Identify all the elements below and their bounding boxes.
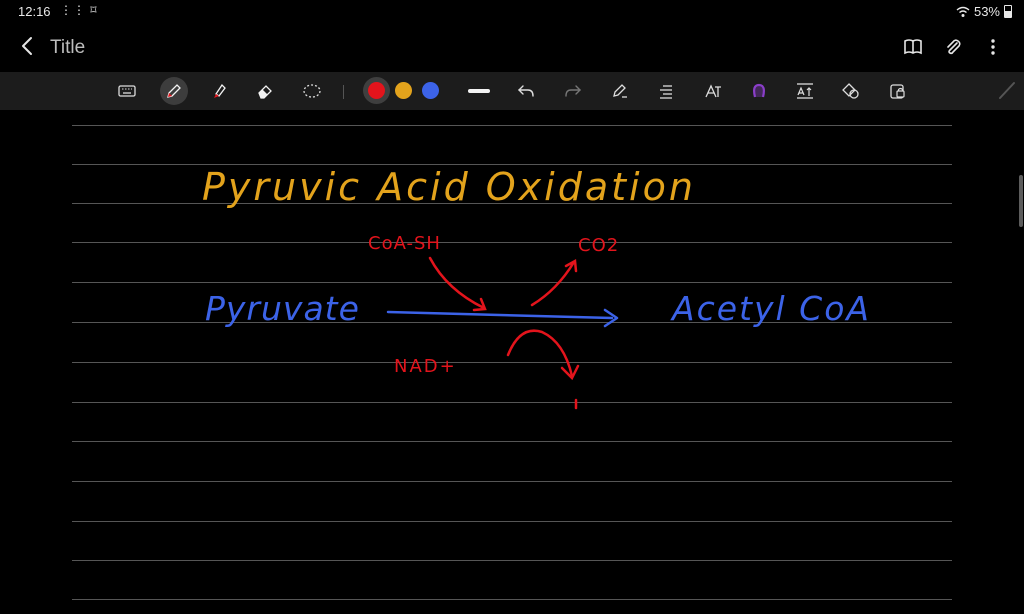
ruled-line: [72, 402, 952, 403]
note-canvas[interactable]: Pyruvic Acid Oxidation Pyruvate Acetyl C…: [72, 110, 952, 614]
color-swatch-red[interactable]: [368, 82, 385, 99]
align-icon: [660, 85, 672, 99]
pen-icon: [167, 84, 181, 98]
keyboard-button[interactable]: [113, 77, 141, 105]
ruled-line: [72, 362, 952, 363]
text-recognition-button[interactable]: [699, 77, 727, 105]
back-arrow-icon: [22, 37, 32, 55]
redo-button[interactable]: [559, 77, 587, 105]
ruled-line: [72, 599, 952, 600]
co2-output-arrow: [530, 258, 578, 307]
nad-text: NAD+: [394, 356, 457, 377]
note-title[interactable]: Title: [50, 37, 86, 58]
book-icon: [904, 39, 922, 55]
stroke-width-button[interactable]: [465, 77, 493, 105]
battery-icon: [1004, 5, 1012, 18]
ruled-line: [72, 521, 952, 522]
more-vertical-icon: [991, 39, 995, 55]
undo-button[interactable]: [512, 77, 540, 105]
stroke-width-icon: [468, 89, 490, 93]
eraser-icon: [258, 85, 272, 99]
highlighter-tool[interactable]: [205, 77, 233, 105]
text-spacing-button[interactable]: [791, 77, 819, 105]
color-swatch-blue[interactable]: [422, 82, 439, 99]
more-options-button[interactable]: [980, 34, 1006, 60]
ruled-line: [72, 560, 952, 561]
main-reaction-arrow: [386, 308, 619, 328]
attach-button[interactable]: [940, 34, 966, 60]
nad-reduction-arrow: [506, 329, 580, 410]
ruled-line: [72, 322, 952, 323]
heading-text: Pyruvic Acid Oxidation: [202, 165, 696, 209]
ruled-line: [72, 441, 952, 442]
toolbar-divider: [343, 85, 344, 99]
align-button[interactable]: [653, 77, 681, 105]
lock-button[interactable]: [884, 77, 912, 105]
handwriting-layer: Pyruvic Acid Oxidation Pyruvate Acetyl C…: [202, 165, 871, 410]
reactant-text: Pyruvate: [205, 289, 360, 328]
paperclip-icon: [947, 39, 961, 55]
coa-input-arrow: [428, 256, 487, 312]
stylus-icon: [998, 80, 1016, 105]
wifi-icon: [956, 6, 970, 17]
lasso-tool[interactable]: [298, 77, 326, 105]
status-right: 53%: [956, 4, 1012, 19]
keyboard-icon: [118, 85, 136, 97]
ruled-line: [72, 242, 952, 243]
color-swatch-orange[interactable]: [395, 82, 412, 99]
co2-text: CO2: [578, 235, 619, 256]
ruled-line: [72, 481, 952, 482]
drawing-toolbar: [0, 72, 1024, 110]
header-actions: [900, 34, 1006, 60]
ruled-line: [72, 203, 952, 204]
page-view-button[interactable]: [900, 34, 926, 60]
text-spacing-icon: [797, 83, 813, 99]
shapes-icon: [842, 83, 859, 99]
vertical-scrollbar[interactable]: [1019, 175, 1023, 227]
shape-recognition-button[interactable]: [745, 77, 773, 105]
battery-level: 53%: [973, 4, 1000, 19]
lasso-icon: [303, 84, 321, 98]
pen-tool[interactable]: [160, 77, 188, 105]
ruled-line: [72, 164, 952, 165]
text-recognition-icon: [705, 84, 721, 98]
undo-icon: [518, 85, 534, 97]
ruled-line: [72, 282, 952, 283]
shape-icon: [753, 83, 765, 98]
app-header: Title: [0, 26, 1024, 72]
status-bar: 12:16 ⋮⋮ ⌑ 53%: [0, 0, 1024, 26]
highlighter-icon: [214, 83, 226, 98]
product-text: Acetyl CoA: [670, 289, 871, 328]
redo-icon: [565, 85, 581, 97]
ruled-line: [72, 125, 952, 126]
shapes-button[interactable]: [837, 77, 865, 105]
notification-icons: ⋮⋮ ⌑: [60, 3, 98, 17]
pen-settings-icon: [613, 84, 627, 98]
clock: 12:16: [18, 4, 51, 19]
eraser-tool[interactable]: [251, 77, 279, 105]
lock-icon: [890, 84, 905, 99]
coa-sh-text: CoA-SH: [368, 233, 441, 254]
pen-settings-button[interactable]: [606, 77, 634, 105]
back-button[interactable]: [16, 34, 40, 58]
